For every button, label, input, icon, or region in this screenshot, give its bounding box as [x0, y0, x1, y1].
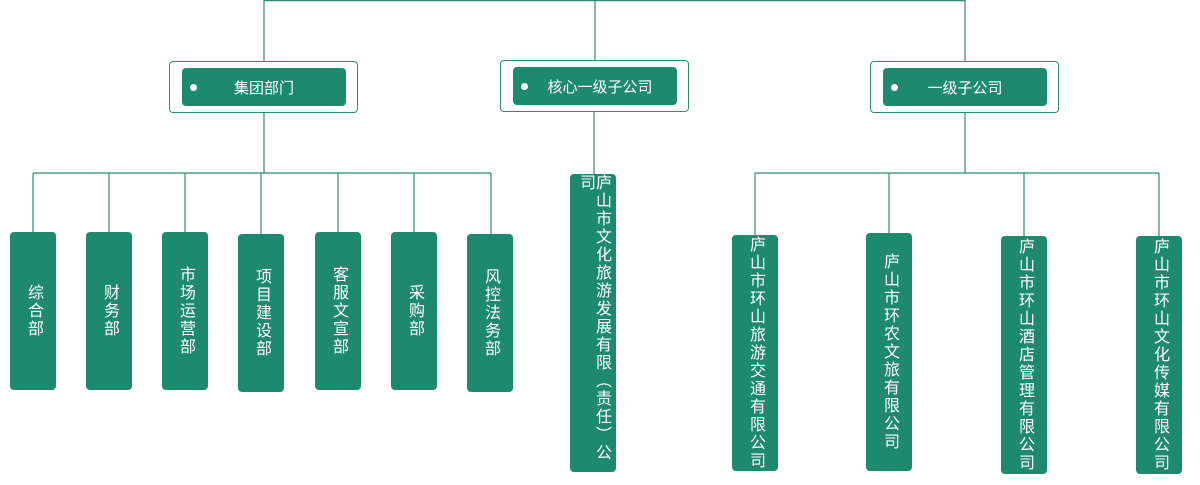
department-label: 客服文宣部	[330, 266, 347, 356]
bullet-icon	[190, 83, 197, 91]
core-company-label: 庐山市文化旅游发展有限（责任）公司	[577, 174, 610, 462]
department-box[interactable]: 采购部	[391, 232, 437, 390]
department-box[interactable]: 市场运营部	[162, 232, 208, 390]
subsidiary-label: 庐山市环山旅游交通有限公司	[747, 236, 764, 470]
department-label: 综合部	[25, 284, 42, 338]
department-box[interactable]: 财务部	[86, 232, 132, 390]
category-pill[interactable]: 核心一级子公司	[513, 67, 677, 105]
department-label: 采购部	[406, 284, 423, 338]
subsidiary-label: 庐山市环山酒店管理有限公司	[1016, 238, 1033, 472]
category-label: 集团部门	[233, 79, 294, 97]
category-first-level-subsidiaries: 一级子公司	[870, 61, 1059, 113]
department-box[interactable]: 风控法务部	[467, 234, 513, 392]
category-core-subsidiary: 核心一级子公司	[500, 60, 689, 112]
subsidiary-box[interactable]: 庐山市环农文旅有限公司	[866, 233, 912, 471]
category-pill[interactable]: 集团部门	[182, 68, 346, 106]
category-label: 一级子公司	[927, 79, 1003, 97]
subsidiary-label: 庐山市环农文旅有限公司	[881, 253, 898, 451]
subsidiary-box[interactable]: 庐山市环山酒店管理有限公司	[1001, 236, 1047, 474]
category-label: 核心一级子公司	[547, 78, 653, 96]
subsidiary-label: 庐山市环山文化传媒有限公司	[1151, 238, 1168, 472]
bullet-icon	[521, 82, 528, 90]
core-company-box[interactable]: 庐山市文化旅游发展有限（责任）公司	[570, 174, 616, 472]
department-label: 市场运营部	[177, 266, 194, 356]
subsidiary-box[interactable]: 庐山市环山文化传媒有限公司	[1136, 236, 1182, 474]
subsidiary-box[interactable]: 庐山市环山旅游交通有限公司	[732, 235, 778, 471]
department-box[interactable]: 综合部	[10, 232, 56, 390]
department-box[interactable]: 客服文宣部	[315, 232, 361, 390]
category-pill[interactable]: 一级子公司	[883, 68, 1047, 106]
category-group-departments: 集团部门	[169, 61, 358, 113]
bullet-icon	[891, 83, 898, 91]
department-label: 财务部	[101, 284, 118, 338]
department-label: 项目建设部	[253, 268, 270, 358]
department-label: 风控法务部	[482, 268, 499, 358]
department-box[interactable]: 项目建设部	[238, 234, 284, 392]
